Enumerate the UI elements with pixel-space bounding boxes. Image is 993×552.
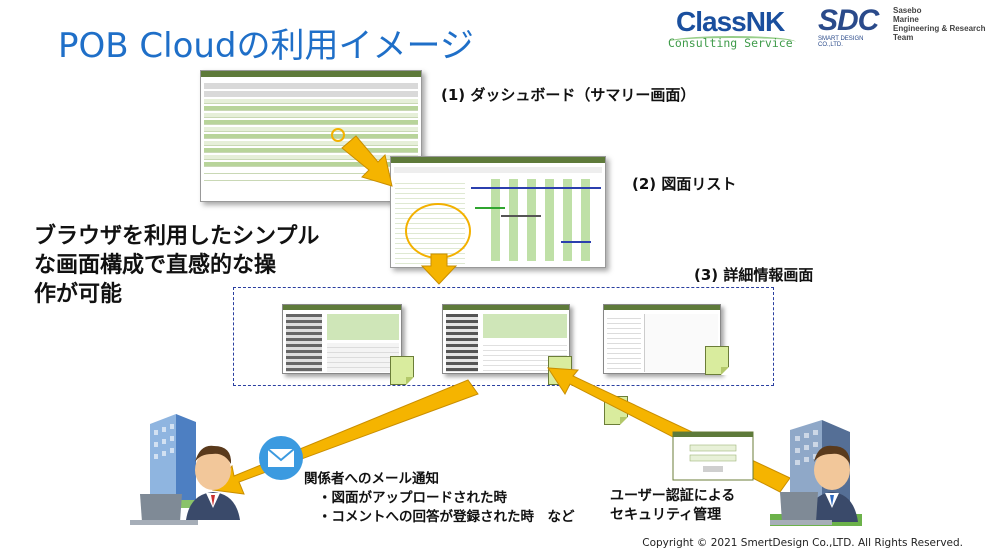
dashboard-row (204, 127, 418, 132)
dashboard-titlebar (201, 71, 421, 77)
person-left-icon (130, 445, 240, 525)
dashboard-header-row (204, 91, 418, 97)
drawing-list-titlebar (391, 157, 605, 163)
person-right-icon (770, 445, 858, 525)
detail-screens-group (233, 287, 774, 386)
detail-1-preview (286, 314, 322, 372)
main-message-line: ブラウザを利用したシンプル (34, 224, 320, 249)
sasebo-line: Engineering & Research (893, 24, 986, 33)
security-line: ユーザー認証による (610, 488, 736, 504)
dashboard-highlight-circle (331, 128, 345, 142)
gantt-column (509, 179, 518, 261)
notification-item: ・図面がアップロードされた時 (318, 490, 507, 506)
document-icon (390, 356, 414, 385)
main-message-line: な画面構成で直感的な操 (34, 253, 277, 278)
classnk-logo-subtext: Consulting Service (668, 36, 793, 50)
copyright-text: Copyright © 2021 SmertDesign Co.,LTD. Al… (642, 537, 963, 549)
gantt-bar (501, 215, 541, 217)
login-window-icon (672, 431, 754, 481)
gantt-bar (561, 241, 591, 243)
detail-3-list (607, 314, 641, 372)
dashboard-row (204, 155, 418, 160)
drawing-list-toolbar (394, 167, 602, 173)
gantt-bar (475, 207, 505, 209)
dashboard-row (204, 169, 418, 174)
classnk-logo: ClassNK Consulting Service (668, 6, 800, 50)
dashboard-header-row (204, 83, 418, 89)
dashboard-row (204, 134, 418, 139)
detail-2-preview (446, 314, 478, 372)
sasebo-line: Marine (893, 15, 919, 24)
security-line: セキュリティ管理 (610, 507, 722, 523)
gantt-column (527, 179, 536, 261)
dashboard-row (204, 120, 418, 125)
dashboard-row (204, 99, 418, 104)
building-left-icon (150, 414, 196, 508)
dashboard-row (204, 176, 418, 181)
gantt-column (581, 179, 590, 261)
dashboard-label: (1) ダッシュボード（サマリー画面） (441, 86, 696, 104)
notification-heading: 関係者へのメール通知 (304, 471, 439, 487)
document-icon (705, 346, 729, 375)
dashboard-screenshot (200, 70, 422, 202)
sasebo-team-label: Sasebo Marine Engineering & Research Tea… (893, 6, 985, 42)
main-message: ブラウザを利用したシンプル な画面構成で直感的な操 作が可能 (34, 222, 319, 309)
security-text: ユーザー認証による セキュリティ管理 (610, 487, 735, 525)
dashboard-row (204, 113, 418, 118)
flow-arrow-dashboard-to-list (341, 135, 393, 187)
main-message-line: 作が可能 (34, 282, 123, 307)
gantt-column (545, 179, 554, 261)
detail-3-titlebar (604, 305, 720, 310)
dashboard-row (204, 141, 418, 146)
detail-2-titlebar (443, 305, 569, 310)
detail-screenshot-1 (282, 304, 402, 374)
sdc-logo: SDC SMART DESIGN CO.,LTD. (816, 4, 888, 48)
gantt-column (491, 179, 500, 261)
dashboard-row (204, 162, 418, 167)
detail-1-comments (327, 343, 399, 372)
notification-item: ・コメントへの回答が登録された時 など (318, 509, 575, 525)
mail-envelope-icon (259, 436, 303, 480)
page-title: POB Cloudの利用イメージ (58, 26, 474, 66)
sasebo-line: Team (893, 33, 914, 42)
sasebo-line: Sasebo (893, 6, 922, 15)
detail-1-titlebar (283, 305, 401, 310)
drawing-list-label: (2) 図面リスト (632, 175, 737, 193)
notification-text: 関係者へのメール通知 ・図面がアップロードされた時 ・コメントへの回答が登録され… (304, 470, 575, 527)
gantt-bar (471, 187, 601, 189)
detail-1-panel (327, 314, 399, 340)
security-arrow (547, 367, 791, 493)
classnk-logo-text: ClassNK (676, 6, 785, 37)
detail-label: (3) 詳細情報画面 (694, 266, 814, 284)
flow-arrow-list-to-detail (420, 253, 458, 285)
sdc-logo-text: SDC (818, 4, 879, 37)
classnk-logo-arc (668, 36, 796, 48)
dashboard-row (204, 148, 418, 153)
sdc-logo-subtext: SMART DESIGN CO.,LTD. (818, 36, 864, 48)
gantt-column (563, 179, 572, 261)
detail-2-panel (483, 314, 567, 338)
dashboard-row (204, 106, 418, 111)
